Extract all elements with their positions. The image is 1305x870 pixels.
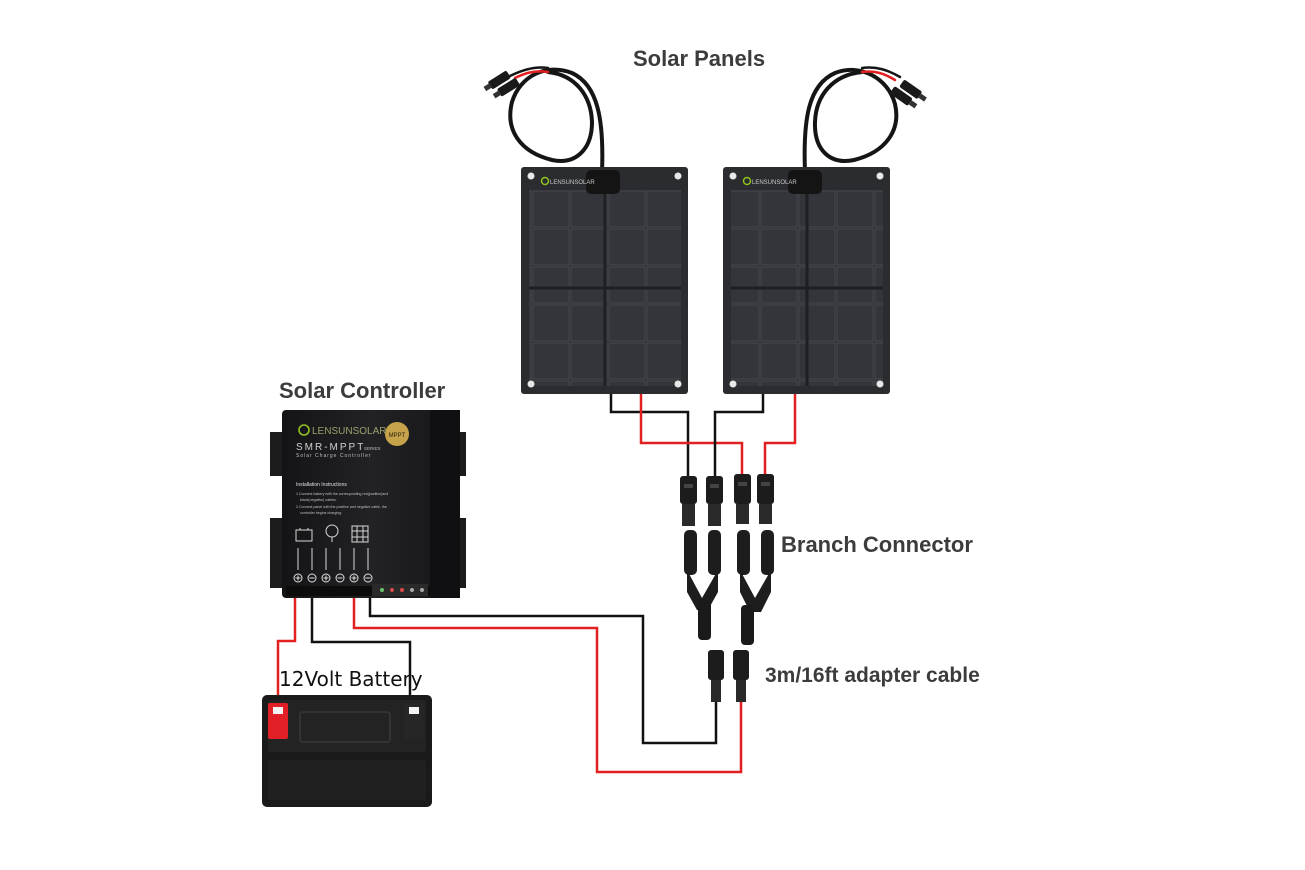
mc4-connector-2 xyxy=(706,476,723,526)
battery-symbol-icon xyxy=(295,529,313,542)
controller-subtitle: Solar Charge Controller xyxy=(296,453,372,459)
mppt-badge-icon xyxy=(385,422,409,446)
controller-badge: MPPT xyxy=(389,433,406,439)
solar-controller: MPPT LENSUNSOLAR SMR-MPPT SERIES Solar C… xyxy=(270,410,466,598)
battery-wires xyxy=(276,588,412,702)
branch-connector-left xyxy=(684,530,721,640)
adapter-negative-wire xyxy=(368,595,718,745)
adapter-cable-label: 3m/16ft adapter cable xyxy=(765,664,980,687)
battery-12v xyxy=(262,695,432,807)
panel2-brand: LENSUNSOLAR xyxy=(752,180,797,186)
controller-instruction-2: 2.Connect panel with the positive and ne… xyxy=(296,505,387,509)
solar-panels-label: Solar Panels xyxy=(633,46,766,71)
battery-negative-wire xyxy=(310,588,412,702)
panel2-logo-icon xyxy=(742,176,752,186)
solar-panel-2: LENSUNSOLAR xyxy=(723,167,890,394)
adapter-wires xyxy=(352,595,743,774)
panel1-mc4-plugs xyxy=(483,71,520,99)
solar-controller-label: Solar Controller xyxy=(279,378,446,403)
solar-panel-1: LENSUNSOLAR xyxy=(521,167,688,394)
panel1-logo-icon xyxy=(540,176,550,186)
mc4-connector-4 xyxy=(757,474,774,524)
panel1-positive-wire xyxy=(639,392,744,475)
panel2-positive-wire xyxy=(763,392,797,475)
panel-output-wires xyxy=(609,392,797,478)
controller-brand: LENSUNSOLAR xyxy=(312,426,386,437)
panel-lead-cables xyxy=(483,66,927,174)
branch-connector-label: Branch Connector xyxy=(781,532,973,557)
panel1-brand: LENSUNSOLAR xyxy=(550,180,595,186)
battery-positive-wire xyxy=(276,588,297,702)
adapter-positive-wire xyxy=(352,595,743,774)
panel2-mc4-plugs xyxy=(890,80,927,109)
controller-model: SMR-MPPT xyxy=(296,442,365,453)
battery-label: 12Volt Battery xyxy=(279,667,423,691)
mc4-connector-3 xyxy=(734,474,751,524)
mc4-connector-row xyxy=(680,474,774,526)
panel2-negative-wire xyxy=(713,392,765,478)
controller-series: SERIES xyxy=(364,446,381,451)
mc4-connector-1 xyxy=(680,476,697,526)
branch-connector-right xyxy=(737,530,774,645)
controller-instruction-1: 1.Connect battery with the corresponding… xyxy=(296,492,388,496)
controller-instruction-2b: controller begins charging. xyxy=(300,511,342,515)
controller-logo-icon xyxy=(298,424,310,436)
controller-instructions-title: Installation Instructions xyxy=(296,482,347,488)
panel1-negative-wire xyxy=(609,392,690,478)
terminal-symbols xyxy=(293,573,373,583)
solar-symbol-icon xyxy=(351,525,369,543)
adapter-connectors xyxy=(708,650,749,702)
controller-instruction-1b: black(negative) cables. xyxy=(300,498,337,502)
